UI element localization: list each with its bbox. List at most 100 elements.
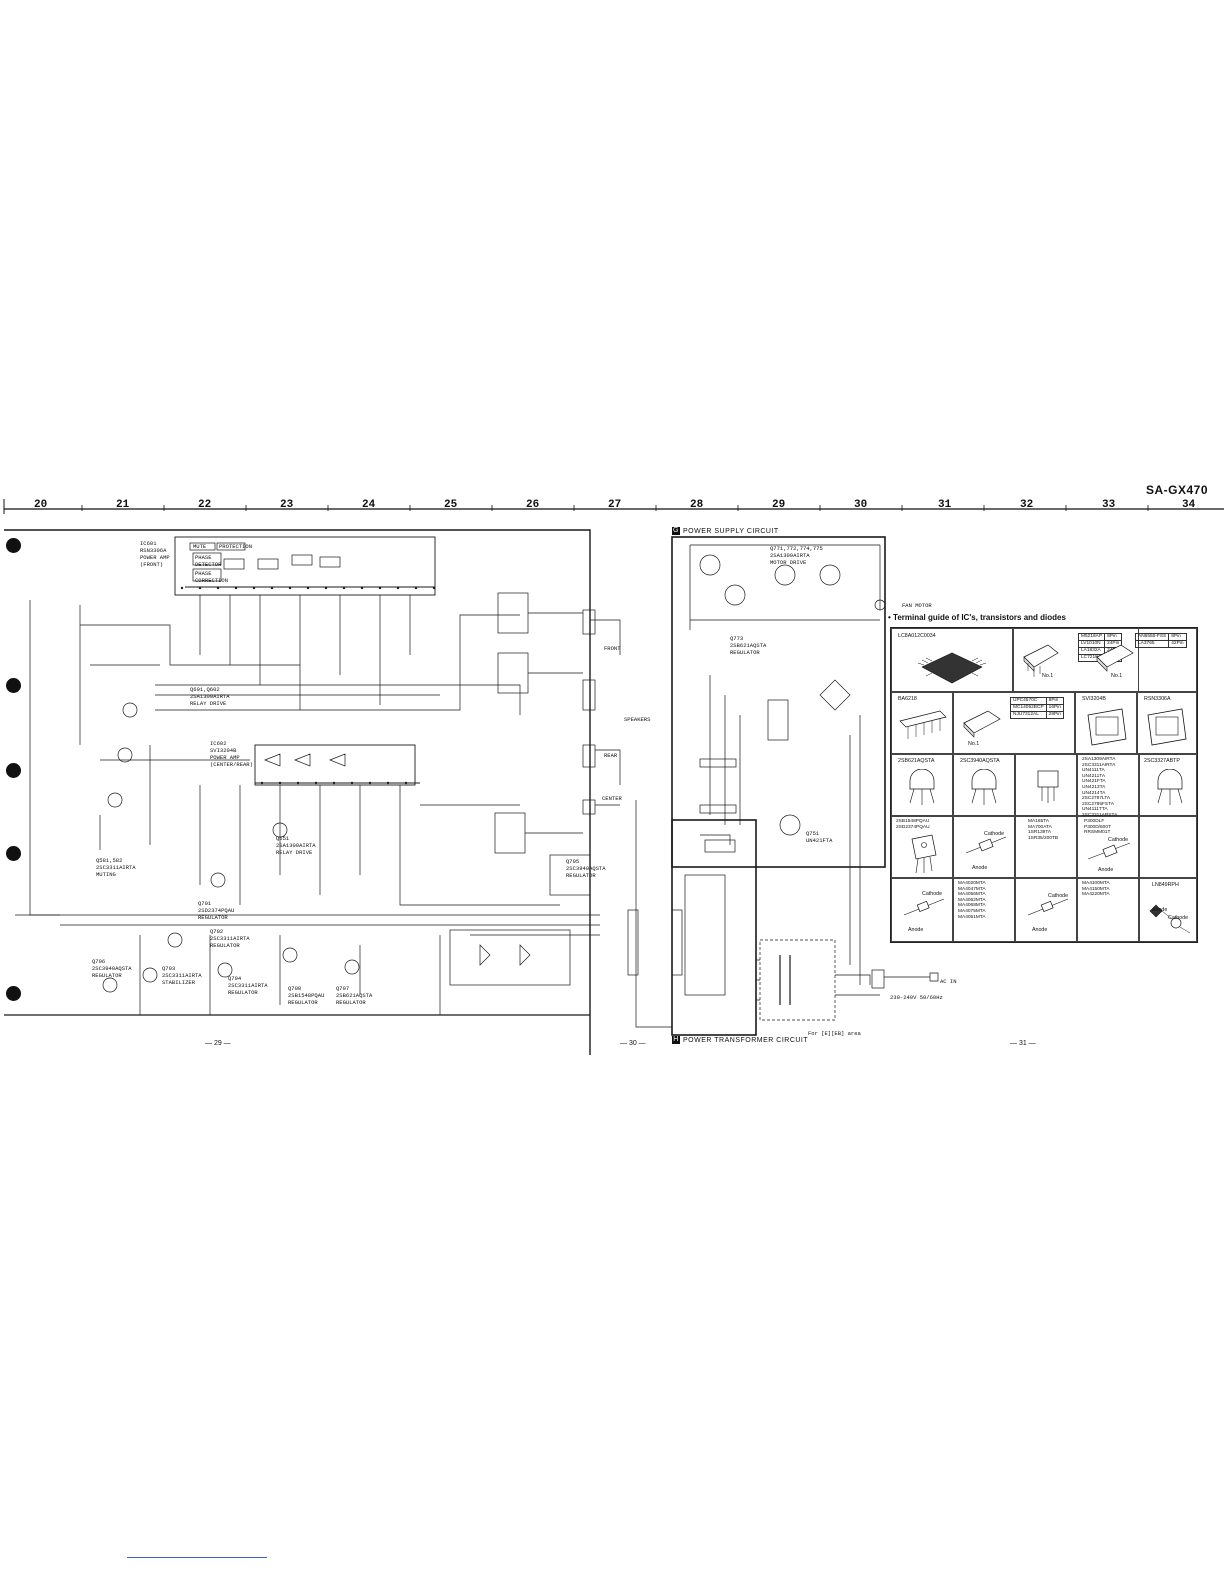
q701-label: Q701 2SD2374PQAU REGULATOR bbox=[198, 900, 235, 921]
section-letter: G bbox=[672, 527, 680, 535]
anode-label: Anode bbox=[1032, 927, 1048, 933]
front-label: FRONT bbox=[604, 645, 621, 652]
transistor-to92-icon bbox=[971, 769, 997, 805]
section-title-text: POWER TRANSFORMER CIRCUIT bbox=[683, 1036, 809, 1044]
grid-number: 25 bbox=[444, 499, 458, 511]
guide-cell: 2SA1309AIRTA 2SC3311AIRTA UN4111TA UN421… bbox=[1077, 754, 1139, 818]
transistor-to126-icon bbox=[911, 834, 937, 874]
grid-number: 30 bbox=[854, 499, 868, 511]
cathode-label: Cathode bbox=[1048, 893, 1069, 899]
grid-number: 20 bbox=[34, 499, 48, 511]
anode-label: Anode bbox=[972, 865, 988, 871]
sip-package-icon bbox=[899, 710, 947, 739]
power-module-icon bbox=[1147, 708, 1187, 746]
guide-cell: MA4100MTA MA4150MTA MA4220MTA bbox=[1077, 878, 1139, 942]
grid-number: 29 bbox=[772, 499, 786, 511]
guide-cell: BA6218 bbox=[891, 692, 953, 754]
rear-label: REAR bbox=[604, 752, 618, 759]
phase-detector-label: PHASE DETECTOR bbox=[195, 554, 222, 568]
part-list: P300DLF P300D/600T RRSMM01T bbox=[1084, 819, 1111, 836]
q601-label: Q601,Q602 2SA1309AIRTA RELAY DRIVE bbox=[190, 686, 230, 707]
mute-block-label: MUTE bbox=[193, 543, 207, 550]
diode-icon bbox=[1087, 842, 1131, 860]
guide-cell: 2SB621AQSTA bbox=[891, 754, 953, 816]
q706-label: Q706 2SC3940AQSTA REGULATOR bbox=[92, 958, 132, 979]
q705-label: Q705 2SC3940AQSTA REGULATOR bbox=[566, 858, 606, 879]
guide-cell: P300DLF P300D/600T RRSMM01T Cathode Anod… bbox=[1077, 816, 1139, 878]
q707-label: Q707 2SB621AQSTA REGULATOR bbox=[336, 985, 373, 1006]
guide-cell bbox=[1139, 816, 1197, 878]
part-name: 2SC3940AQSTA bbox=[960, 758, 1000, 764]
guide-cell bbox=[1015, 754, 1077, 816]
diode-icon bbox=[965, 836, 1007, 854]
zener-diode-icon bbox=[1027, 898, 1069, 916]
section-letter: H bbox=[672, 1036, 680, 1044]
footer-link-line bbox=[127, 1557, 267, 1558]
dip-package-icon bbox=[963, 710, 1001, 738]
grid-number: 28 bbox=[690, 499, 704, 511]
guide-cell: 2SC3940AQSTA bbox=[953, 754, 1015, 816]
grid-number: 27 bbox=[608, 499, 622, 511]
grid-ruler bbox=[3, 499, 1224, 514]
part-name: LC8A012C0034 bbox=[898, 633, 936, 639]
led-icon bbox=[1149, 904, 1191, 934]
center-label: CENTER bbox=[602, 795, 622, 802]
ac-in-label: AC IN bbox=[940, 978, 957, 985]
page-number: — 31 — bbox=[1010, 1040, 1036, 1047]
anode-label: Anode bbox=[1152, 907, 1168, 913]
pin-count: 16Pin bbox=[1045, 704, 1064, 712]
cathode-label: Cathode bbox=[922, 891, 943, 897]
binder-hole bbox=[6, 763, 21, 778]
pin-count: 42Pin bbox=[1168, 640, 1187, 648]
grid-number: 23 bbox=[280, 499, 294, 511]
protection-block-label: PROTECTION bbox=[219, 543, 253, 550]
phase-correction-label: PHASE CORRECTION bbox=[195, 570, 229, 584]
terminal-guide-title: • Terminal guide of IC's, transistors an… bbox=[888, 613, 1066, 622]
transistor-to92-icon bbox=[909, 769, 935, 805]
model-number: SA-GX470 bbox=[1145, 483, 1208, 497]
part-name: BA6218 bbox=[898, 696, 917, 702]
ac-rating-label: 230-240V 50/60Hz bbox=[890, 994, 943, 1001]
grid-number: 31 bbox=[938, 499, 952, 511]
part-name: RSN3306A bbox=[1144, 696, 1171, 702]
grid-number: 32 bbox=[1020, 499, 1034, 511]
part-name: LN849RPH bbox=[1152, 882, 1179, 888]
q708-label: Q708 2SB1548PQAU REGULATOR bbox=[288, 985, 325, 1006]
part-list: MA4100MTA MA4150MTA MA4220MTA bbox=[1082, 881, 1110, 898]
fan-motor-label: FAN MOTOR bbox=[902, 602, 932, 609]
pin-count: 8Pin bbox=[1168, 633, 1187, 641]
guide-cell: 2SB1548PQAU 2SD2374PQAU bbox=[891, 816, 953, 878]
page-number: — 30 — bbox=[620, 1040, 646, 1047]
ic602-label: IC602 SVI3204B POWER AMP (CENTER/REAR) bbox=[210, 740, 253, 768]
guide-cell: MA4020MTA MA4047MTA MA4056MTA MA4062MTA … bbox=[953, 878, 1015, 942]
guide-cell: Cathode Anode bbox=[953, 816, 1015, 878]
pin-note: No.1 bbox=[1111, 673, 1123, 679]
grid-number: 21 bbox=[116, 499, 130, 511]
ic601-label: IC601 RSN3306A POWER AMP (FRONT) bbox=[140, 540, 170, 568]
speakers-label: SPEAKERS bbox=[624, 716, 651, 723]
grid-number: 22 bbox=[198, 499, 212, 511]
cathode-label: Cathode bbox=[1108, 837, 1129, 843]
q702-label: Q702 2SC3311AIRTA REGULATOR bbox=[210, 928, 250, 949]
guide-cell: SVI3204B bbox=[1075, 692, 1137, 754]
cathode-label: Cathode bbox=[1168, 915, 1189, 921]
q581-label: Q581,582 2SC3311AIRTA MUTING bbox=[96, 857, 136, 878]
qfp-package-icon bbox=[917, 652, 987, 684]
binder-hole bbox=[6, 678, 21, 693]
anode-label: Anode bbox=[1098, 867, 1114, 873]
part-name: MC14052BCP bbox=[1010, 704, 1047, 712]
part-name: AN6556-FSS bbox=[1134, 633, 1170, 641]
q771-label: Q771,772,774,775 2SA1309AIRTA MOTOR DRIV… bbox=[770, 545, 823, 566]
grid-number: 24 bbox=[362, 499, 376, 511]
binder-hole bbox=[6, 986, 21, 1001]
grid-number: 33 bbox=[1102, 499, 1116, 511]
part-list: 2SA1309AIRTA 2SC3311AIRTA UN4111TA UN421… bbox=[1082, 757, 1118, 818]
page-number: — 29 — bbox=[205, 1040, 231, 1047]
grid-number: 26 bbox=[526, 499, 540, 511]
guide-cell: RSN3306A bbox=[1137, 692, 1197, 754]
part-name: UPC4570C bbox=[1010, 697, 1047, 705]
part-name: 2SC3327ABTP bbox=[1144, 758, 1180, 764]
